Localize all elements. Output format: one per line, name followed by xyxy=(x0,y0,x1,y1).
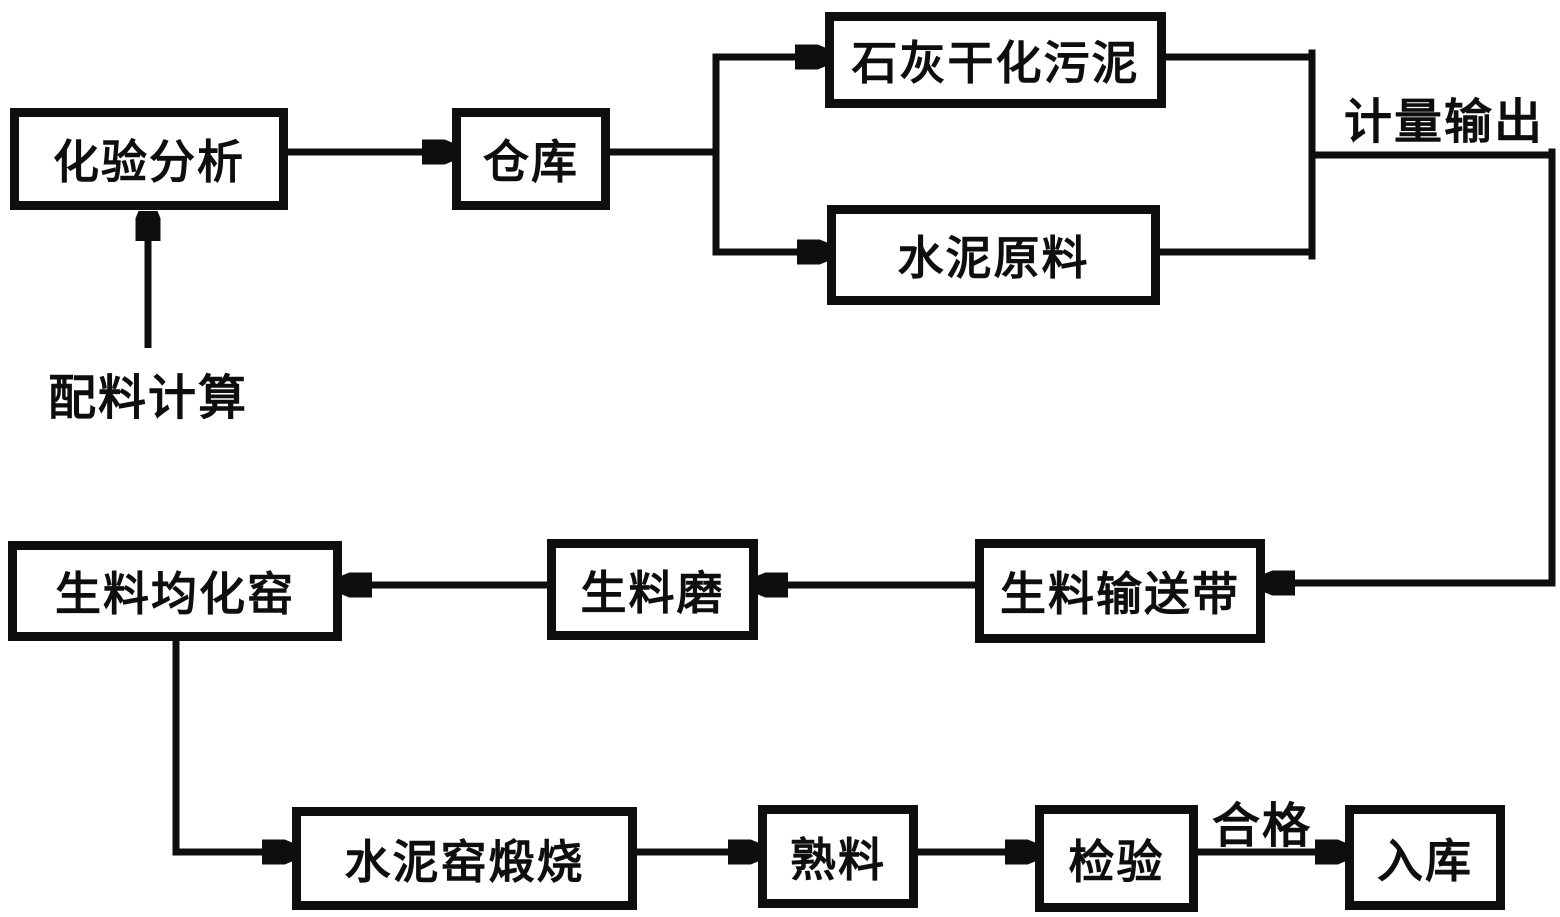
node-raw-meal-homogenization-silo: 生料均化窑 xyxy=(8,541,342,641)
node-warehouse: 仓库 xyxy=(452,108,610,210)
node-raw-meal-conveyor: 生料输送带 xyxy=(975,539,1265,643)
node-warehousing: 入库 xyxy=(1345,805,1505,910)
node-lab-analysis: 化验分析 xyxy=(10,108,288,210)
edge-silo-to-kiln xyxy=(172,637,287,852)
node-cement-raw-material: 水泥原料 xyxy=(827,205,1160,305)
node-raw-mill: 生料磨 xyxy=(547,539,758,640)
label-metering-output: 计量输出 xyxy=(1344,96,1545,149)
node-inspection: 检验 xyxy=(1035,805,1198,912)
label-qualified: 合格 xyxy=(1212,800,1313,853)
node-cement-kiln-calcination: 水泥窑煅烧 xyxy=(292,807,637,910)
label-batching-calculation: 配料计算 xyxy=(48,372,249,425)
node-clinker: 熟料 xyxy=(758,805,918,908)
node-lime-dried-sludge: 石灰干化污泥 xyxy=(825,12,1166,108)
